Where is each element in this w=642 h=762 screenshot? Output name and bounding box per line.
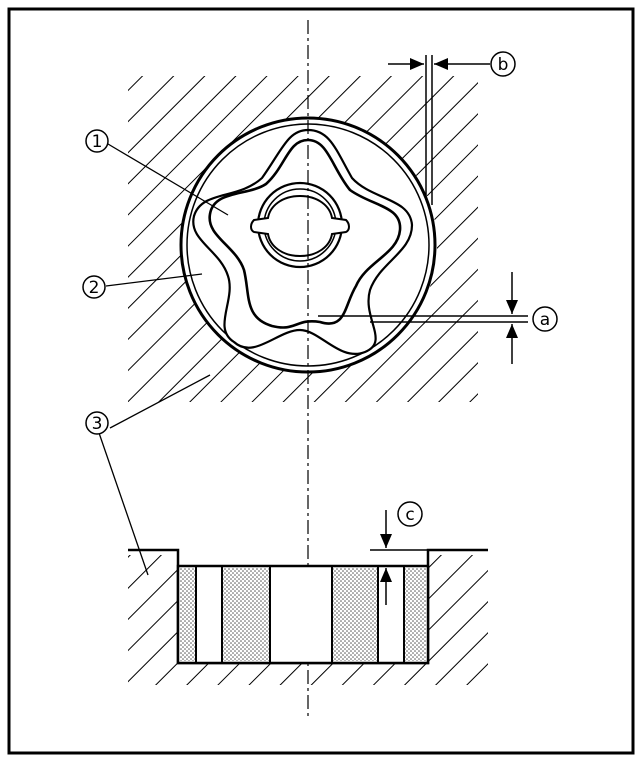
callout-part-3: 3 bbox=[85, 411, 109, 435]
svg-text:3: 3 bbox=[92, 414, 103, 434]
pump-housing-side-view bbox=[128, 548, 488, 685]
svg-text:1: 1 bbox=[92, 132, 103, 152]
svg-text:2: 2 bbox=[89, 278, 100, 298]
callout-part-2: 2 bbox=[82, 275, 106, 299]
svg-text:b: b bbox=[498, 55, 509, 75]
callout-part-1: 1 bbox=[85, 129, 109, 153]
clearance-c-indicator bbox=[370, 510, 428, 605]
diagram-border bbox=[7, 7, 635, 755]
inner-rotor bbox=[208, 138, 402, 329]
callout-dimension-c: c bbox=[397, 501, 423, 527]
clearance-a-indicator bbox=[318, 272, 528, 364]
callout-dimension-b: b bbox=[490, 51, 516, 77]
svg-text:c: c bbox=[405, 505, 414, 525]
svg-text:a: a bbox=[540, 310, 550, 330]
callout-dimension-a: a bbox=[532, 306, 558, 332]
clearance-b-indicator bbox=[388, 55, 490, 205]
